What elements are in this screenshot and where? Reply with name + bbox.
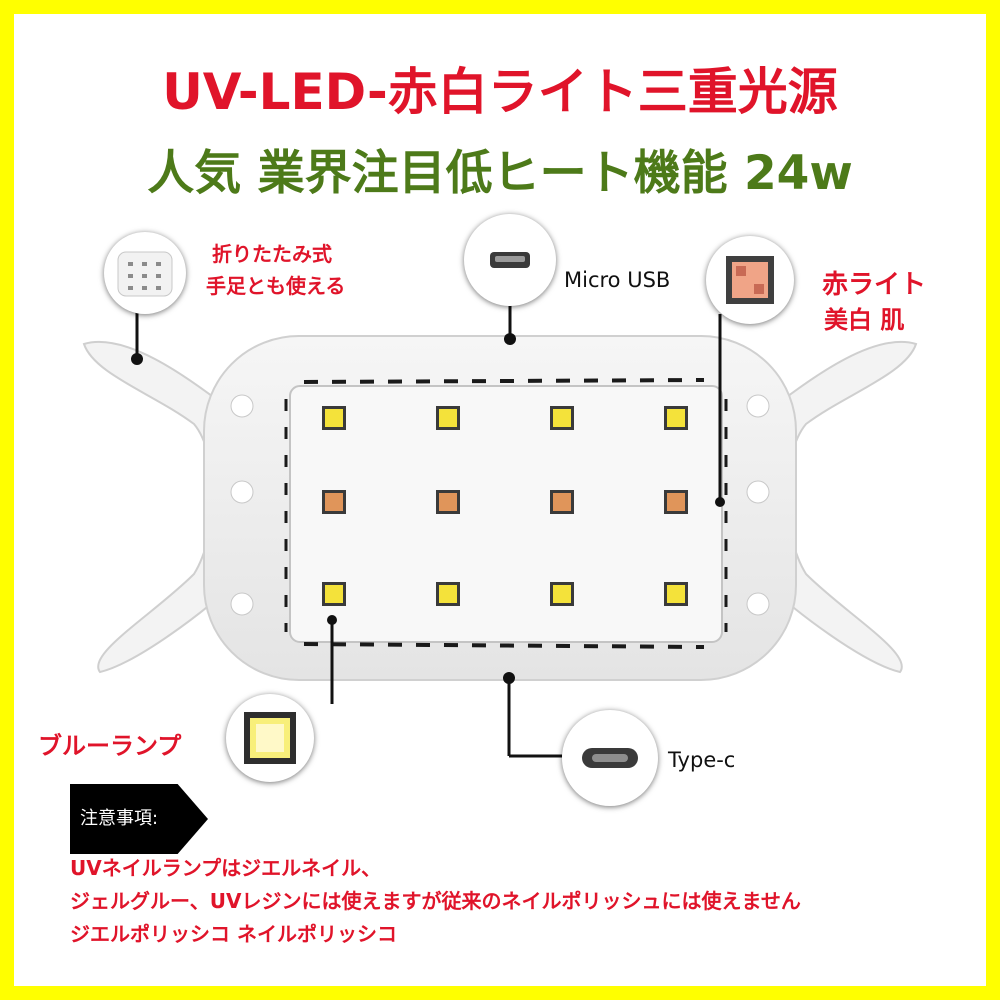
led-white-chip [325,409,343,427]
notice-line-3: ジエルポリッシコ ネイルポリッシコ [70,922,397,946]
micro-usb-inset [464,214,556,306]
red-light-inset [706,236,794,324]
red-light-label: 赤ライト [822,270,927,300]
notice-tag: 注意事項: [70,784,208,854]
led-red-chip [667,493,685,511]
led-red-chip [325,493,343,511]
led-white-chip [439,585,457,603]
led-red-chip [439,493,457,511]
led-grid [322,406,688,606]
led-white-chip [667,585,685,603]
notice-line-2: ジェルグルー、UVレジンには使えますが従来のネイルポリッシュには使えません [70,889,801,913]
led-white-chip [553,409,571,427]
title-line-1: UV-LED-赤白ライト三重光源 [162,63,838,121]
notice-text: UVネイルランプはジエルネイル、 ジェルグルー、UVレジンには使えますが従来のネ… [70,852,801,951]
type-c-inset [562,710,658,806]
led-red-chip [553,493,571,511]
micro-usb-label: Micro USB [564,268,671,292]
uv-lamp-illustration [82,302,918,758]
led-white-chip [325,585,343,603]
notice-tag-label: 注意事項: [80,808,159,829]
led-white-chip [553,585,571,603]
blue-lamp-inset [226,694,314,782]
title-line-2: 人気 業界注目低ヒート機能 24w [147,146,853,201]
blue-lamp-label: ブルーランプ [38,732,182,760]
led-panel [289,385,723,643]
led-white-chip [667,409,685,427]
led-white-chip [439,409,457,427]
folding-label-2: 手足とも使える [206,274,346,298]
whitening-label: 美白 肌 [824,306,905,334]
notice-line-1: UVネイルランプはジエルネイル、 [70,856,382,880]
folding-label-1: 折りたたみ式 [212,242,332,266]
type-c-label: Type-c [668,748,736,772]
folding-lamp-inset [104,232,186,314]
